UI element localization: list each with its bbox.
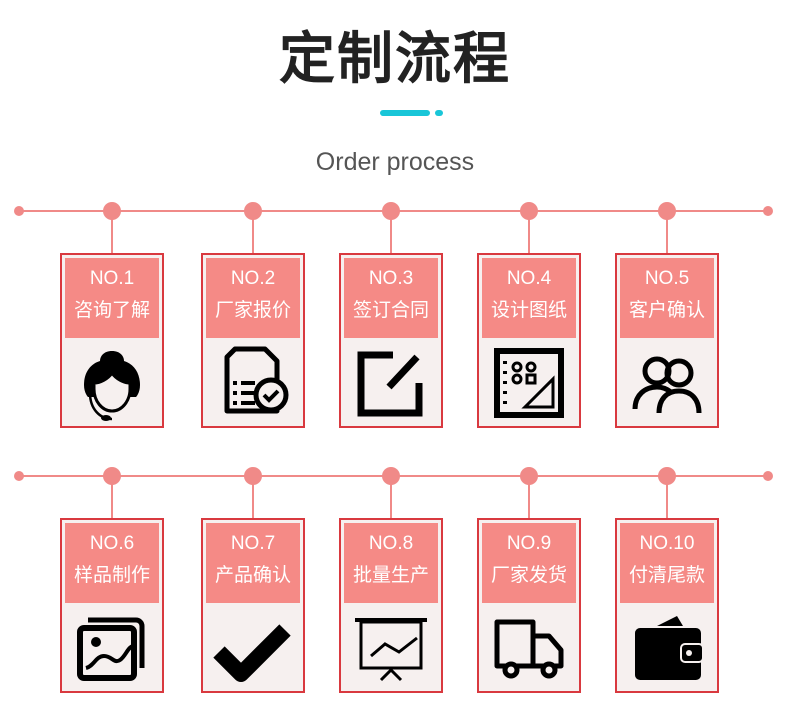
step-number: NO.2 <box>230 268 276 289</box>
step-header: NO.5 客户确认 <box>620 258 714 338</box>
step-header: NO.3 签订合同 <box>344 258 438 338</box>
timeline-connector <box>252 211 254 253</box>
step-label: 样品制作 <box>73 564 150 586</box>
timeline-connector <box>666 476 668 518</box>
step-header: NO.2 厂家报价 <box>206 258 300 338</box>
image-samples-icon <box>77 617 145 681</box>
step-header: NO.6 样品制作 <box>65 523 159 603</box>
step-label: 产品确认 <box>214 564 291 586</box>
step-number: NO.8 <box>368 533 414 554</box>
timeline-connector <box>528 211 530 253</box>
timeline-connector <box>390 476 392 518</box>
step-card: NO.10 付清尾款 <box>615 518 719 693</box>
step-card: NO.4 设计图纸 <box>477 253 581 428</box>
timeline-end-dot <box>763 471 773 481</box>
step-header: NO.10 付清尾款 <box>620 523 714 603</box>
step-number: NO.4 <box>506 268 552 289</box>
step-header: NO.8 批量生产 <box>344 523 438 603</box>
timeline-connector <box>390 211 392 253</box>
step-label: 批量生产 <box>352 564 429 586</box>
step-card: NO.1 咨询了解 <box>60 253 164 428</box>
step-number: NO.3 <box>368 268 414 289</box>
users-icon <box>632 356 702 414</box>
step-number: NO.6 <box>89 533 135 554</box>
step-label: 厂家报价 <box>214 299 291 321</box>
step-card: NO.7 产品确认 <box>201 518 305 693</box>
step-number: NO.10 <box>639 533 695 554</box>
checkmark-icon <box>213 624 291 682</box>
step-header: NO.1 咨询了解 <box>65 258 159 338</box>
step-card: NO.8 批量生产 <box>339 518 443 693</box>
step-number: NO.1 <box>89 268 135 289</box>
step-header: NO.7 产品确认 <box>206 523 300 603</box>
sign-edit-icon <box>357 351 423 417</box>
truck-icon <box>494 619 564 679</box>
timeline-end-dot <box>14 471 24 481</box>
step-number: NO.9 <box>506 533 552 554</box>
step-label: 厂家发货 <box>490 564 567 586</box>
timeline-connector <box>111 476 113 518</box>
step-header: NO.4 设计图纸 <box>482 258 576 338</box>
step-card: NO.3 签订合同 <box>339 253 443 428</box>
customer-service-icon <box>84 351 140 421</box>
timeline-connector <box>252 476 254 518</box>
page-title: 定制流程 <box>279 27 511 92</box>
timeline-connector <box>528 476 530 518</box>
timeline-end-dot <box>763 206 773 216</box>
step-number: NO.5 <box>644 268 690 289</box>
chart-board-icon <box>355 618 427 682</box>
design-drawing-icon <box>494 348 564 418</box>
step-label: 咨询了解 <box>73 299 150 321</box>
timeline-end-dot <box>14 206 24 216</box>
quote-document-icon <box>224 346 289 414</box>
step-card: NO.6 样品制作 <box>60 518 164 693</box>
step-label: 设计图纸 <box>490 299 567 321</box>
timeline-connector <box>666 211 668 253</box>
step-card: NO.2 厂家报价 <box>201 253 305 428</box>
step-label: 签订合同 <box>352 299 429 321</box>
step-label: 客户确认 <box>628 299 705 321</box>
step-card: NO.5 客户确认 <box>615 253 719 428</box>
title-underline-dot <box>435 110 443 116</box>
step-card: NO.9 厂家发货 <box>477 518 581 693</box>
subtitle: Order process <box>315 148 475 176</box>
timeline-connector <box>111 211 113 253</box>
step-header: NO.9 厂家发货 <box>482 523 576 603</box>
step-number: NO.7 <box>230 533 276 554</box>
wallet-icon <box>635 616 704 680</box>
step-label: 付清尾款 <box>628 564 705 586</box>
title-underline <box>380 110 430 116</box>
